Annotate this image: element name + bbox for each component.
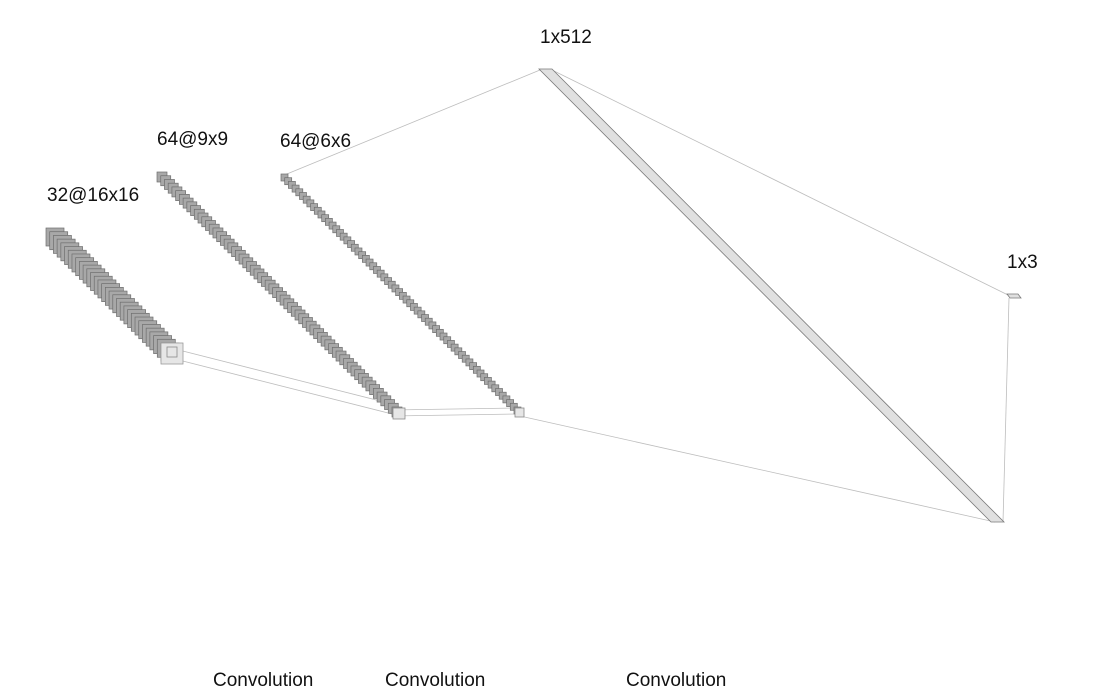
connector-lines [162,69,1010,523]
kernel-window-conv3 [514,407,525,418]
layer-label-output: 1x3 [1007,252,1038,273]
operation-label-2: Convolution [385,670,486,691]
connector-fc1-output-top [551,69,1009,296]
connector-conv2-conv3-top [391,407,517,411]
operation-label-3: Convolution [626,670,727,691]
connector-conv3-fc1-bottom [519,415,996,523]
kernel-window-conv1-outer [160,342,184,365]
connector-conv2-conv3-bottom [391,413,517,417]
layer-label-conv3: 64@6x6 [280,131,352,152]
layer-conv2-feature-maps [156,171,403,418]
kernel-window-conv2 [392,407,406,420]
kernel-windows [160,342,525,420]
layer-label-fc1: 1x512 [540,27,592,48]
layer-label-conv2: 64@9x9 [157,129,229,150]
connector-conv1-conv2-top [162,345,393,405]
operation-label-1: Convolution [213,670,314,691]
output-vector-bar [1006,293,1022,299]
connector-fc1-output-bottom [1002,297,1010,523]
connector-conv1-conv2-bottom [162,355,393,415]
layer-fc1-vector [538,68,1005,523]
layer-label-conv1: 32@16x16 [47,185,140,206]
layer-conv3-feature-maps [280,173,522,415]
layer-output-vector [1006,293,1022,299]
kernel-window-conv1-inner [166,346,178,358]
connector-conv3-fc1-top [281,69,541,177]
layer-conv1-feature-maps [45,227,180,362]
fc1-vector-bar [538,68,1005,523]
